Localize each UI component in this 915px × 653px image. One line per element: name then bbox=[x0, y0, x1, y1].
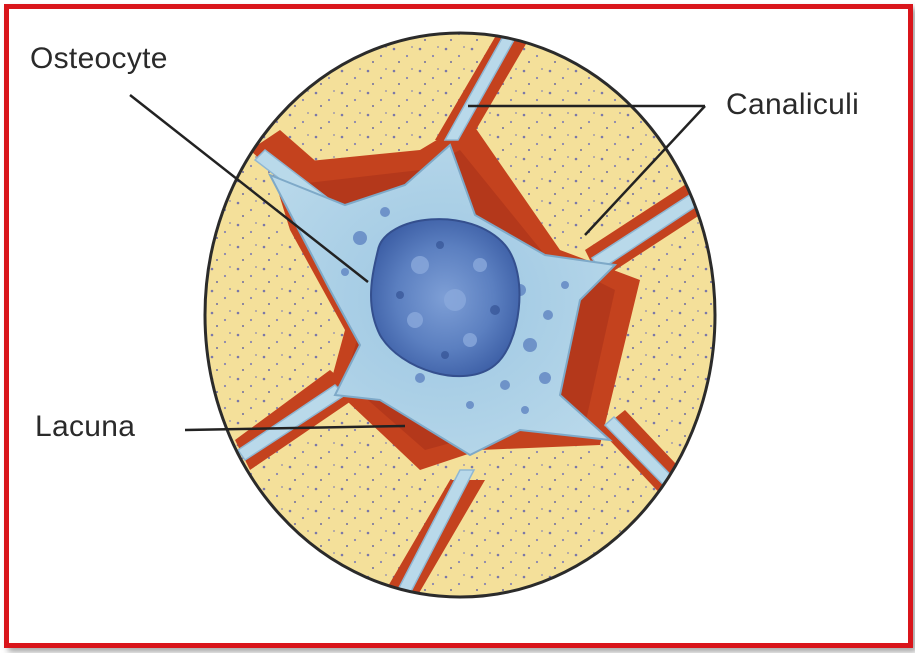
lacuna-label: Lacuna bbox=[35, 410, 135, 444]
osteocyte-label: Osteocyte bbox=[30, 42, 168, 76]
canaliculi-label: Canaliculi bbox=[726, 88, 859, 122]
